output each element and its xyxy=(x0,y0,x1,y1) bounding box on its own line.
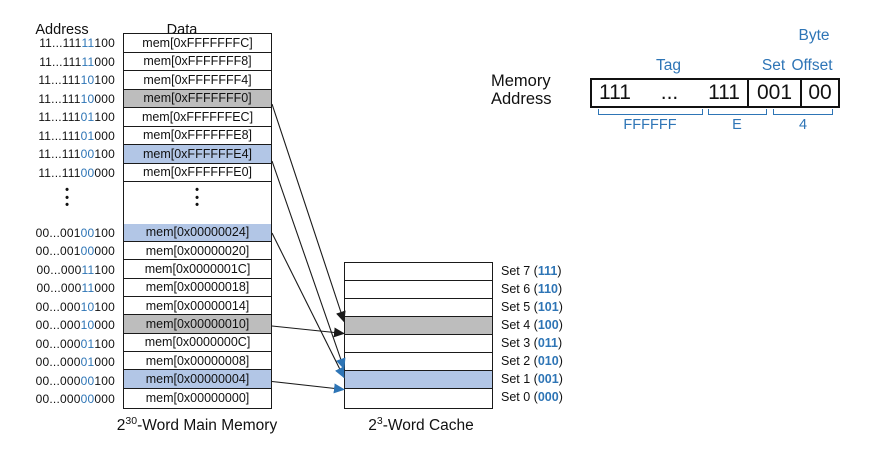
data-ellipsis: ••• xyxy=(195,184,199,211)
cache-set-labels: Set 7 (111) Set 6 (110) Set 5 (101) Set … xyxy=(501,262,563,406)
memory-cell: mem[0x00000004] xyxy=(124,370,271,389)
hex-low-bracket xyxy=(773,109,833,115)
cache-set-label: Set 3 (011) xyxy=(501,336,563,350)
memory-cell: mem[0x00000020] xyxy=(124,242,271,261)
offset-field-label: Offset xyxy=(791,57,833,74)
cache-set-row xyxy=(345,371,492,389)
cache-set-row xyxy=(345,335,492,353)
arrow-mem-00000024-to-set1 xyxy=(271,232,345,379)
cache-set-label: Set 4 (100) xyxy=(501,318,563,332)
cache-set-label: Set 6 (110) xyxy=(501,282,563,296)
cache-set-label: Set 0 (000) xyxy=(501,390,563,404)
hex-tag-value: FFFFFF xyxy=(623,117,677,133)
cache-set-row xyxy=(345,281,492,299)
memory-cell: mem[0x0000000C] xyxy=(124,334,271,352)
cache-set-row xyxy=(345,389,492,407)
tag-field-value: 111...111 xyxy=(599,81,740,104)
memory-cell: mem[0xFFFFFFF4] xyxy=(124,71,271,90)
hex-tag-bracket xyxy=(598,109,703,115)
memory-cell: mem[0xFFFFFFE0] xyxy=(124,164,271,182)
cache-table xyxy=(344,262,493,409)
memory-cell: mem[0xFFFFFFE4] xyxy=(124,145,271,164)
memory-address-box: 111...111 001 00 xyxy=(590,78,840,108)
arrow-mem-00000004-to-set1 xyxy=(271,380,345,394)
main-memory-caption: 230-Word Main Memory xyxy=(116,415,278,435)
cache-set-label: Set 5 (101) xyxy=(501,300,563,314)
byte-offset-field-value: 00 xyxy=(800,80,838,106)
memory-address-label: Memory Address xyxy=(491,72,552,108)
cache-set-label: Set 1 (001) xyxy=(501,372,563,386)
hex-mid-value: E xyxy=(732,117,742,133)
memory-cell: mem[0xFFFFFFE8] xyxy=(124,127,271,145)
memory-cell: mem[0x00000008] xyxy=(124,352,271,371)
memory-cell: mem[0x00000000] xyxy=(145,390,250,405)
main-memory-table: mem[0xFFFFFFFC] mem[0xFFFFFFF8] mem[0xFF… xyxy=(123,33,272,409)
memory-cell: mem[0x00000010] xyxy=(124,315,271,334)
cache-set-row xyxy=(345,317,492,335)
memory-cell: mem[0xFFFFFFEC] xyxy=(124,108,271,127)
memory-cell: mem[0xFFFFFFF0] xyxy=(124,89,271,108)
arrow-mem-ffffffe4-to-set1 xyxy=(271,160,346,370)
arrow-mem-fffffff0-to-set4 xyxy=(271,103,346,323)
address-ellipsis: ••• xyxy=(65,184,69,211)
cache-caption: 23-Word Cache xyxy=(368,415,474,435)
arrow-mem-00000010-to-set4 xyxy=(271,325,345,338)
memory-cell: mem[0x00000024] xyxy=(124,223,271,242)
memory-cell: mem[0x00000018] xyxy=(124,279,271,297)
memory-cell: mem[0x00000014] xyxy=(124,297,271,316)
cache-set-label: Set 7 (111) xyxy=(501,264,562,278)
cache-set-row xyxy=(345,353,492,371)
cache-set-row xyxy=(345,299,492,317)
set-field-label: Set xyxy=(761,57,786,74)
memory-cell: mem[0x0000001C] xyxy=(124,260,271,279)
byte-field-label: Byte xyxy=(798,27,830,44)
cache-set-row xyxy=(345,263,492,281)
tag-field-label: Tag xyxy=(656,57,681,74)
hex-low-value: 4 xyxy=(798,117,808,133)
cache-set-label: Set 2 (010) xyxy=(501,354,563,368)
memory-cell: mem[0xFFFFFFF8] xyxy=(124,53,271,71)
memory-cell: mem[0xFFFFFFFC] xyxy=(124,34,271,53)
address-column-header: Address xyxy=(35,22,89,38)
set-field-value: 001 xyxy=(747,80,800,106)
hex-mid-bracket xyxy=(708,109,767,115)
